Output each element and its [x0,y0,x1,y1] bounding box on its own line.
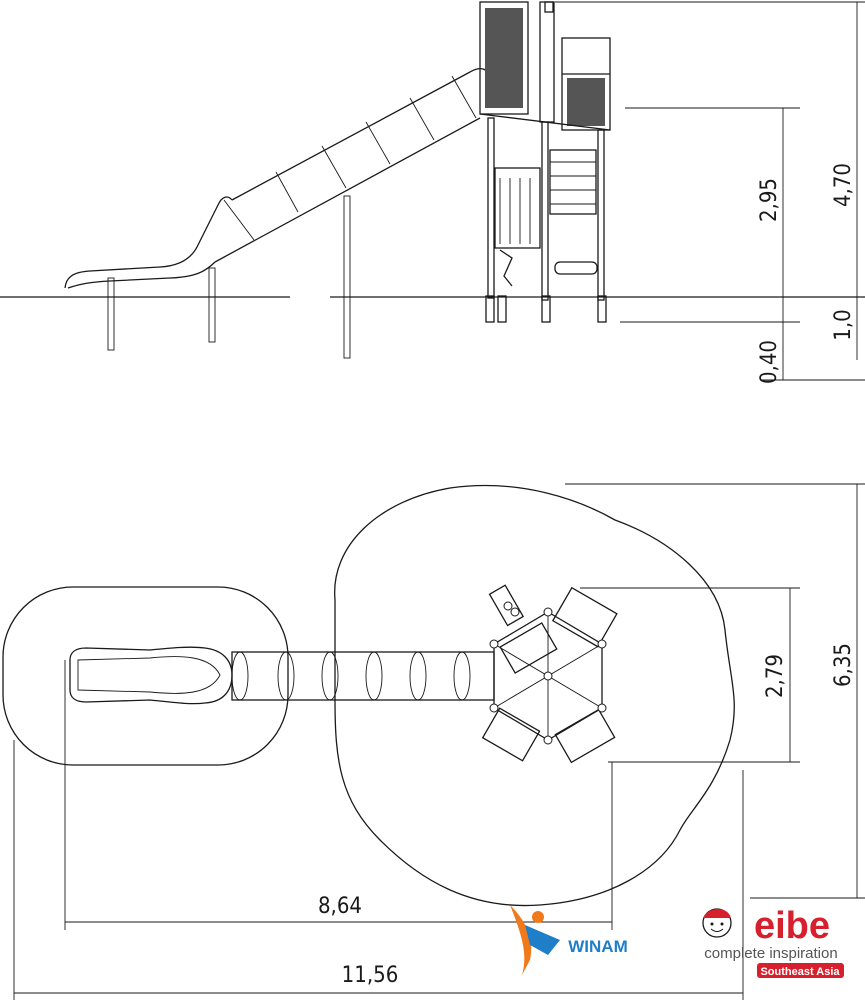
eibe-tagline: complete inspiration [704,945,837,962]
winam-figure-head-icon [532,911,544,923]
side-dimensions [555,1,865,381]
dim-safety-width: 6,35 [831,643,856,687]
tower-side [479,1,611,323]
eibe-face-icon [702,908,732,938]
dim-ground-offset: 0,40 [757,340,782,384]
dim-total-length: 11,56 [342,963,399,988]
eibe-cap-icon [703,909,731,918]
plan-view: 2,79 6,35 8,64 11,56 [2,483,865,1000]
plan-dimensions [13,483,865,1000]
side-elevation-view: 4,70 2,95 1,0 0,40 [0,1,865,384]
hex-tower-top [481,584,618,764]
tower-safety-area [334,484,735,907]
tube-slide-side [64,67,491,359]
winam-logo: WINAM [510,905,628,975]
dim-total-height: 4,70 [831,163,856,207]
dim-platform-height: 2,95 [757,178,782,222]
eibe-logo: eibe complete inspiration Southeast Asia [702,905,844,978]
eibe-wordmark: eibe [754,905,830,947]
eibe-region: Southeast Asia [760,966,840,978]
eibe-region-badge [757,963,844,978]
winam-figure-body-icon [525,925,560,955]
slide-safety-area [2,586,289,766]
dim-post-depth: 1,0 [831,309,856,340]
dim-tower-width: 2,79 [763,654,788,698]
dim-slide-length: 8,64 [318,894,362,919]
winam-flame-icon [510,905,532,975]
slide-top [69,646,495,705]
winam-logo-text: WINAM [568,937,627,956]
